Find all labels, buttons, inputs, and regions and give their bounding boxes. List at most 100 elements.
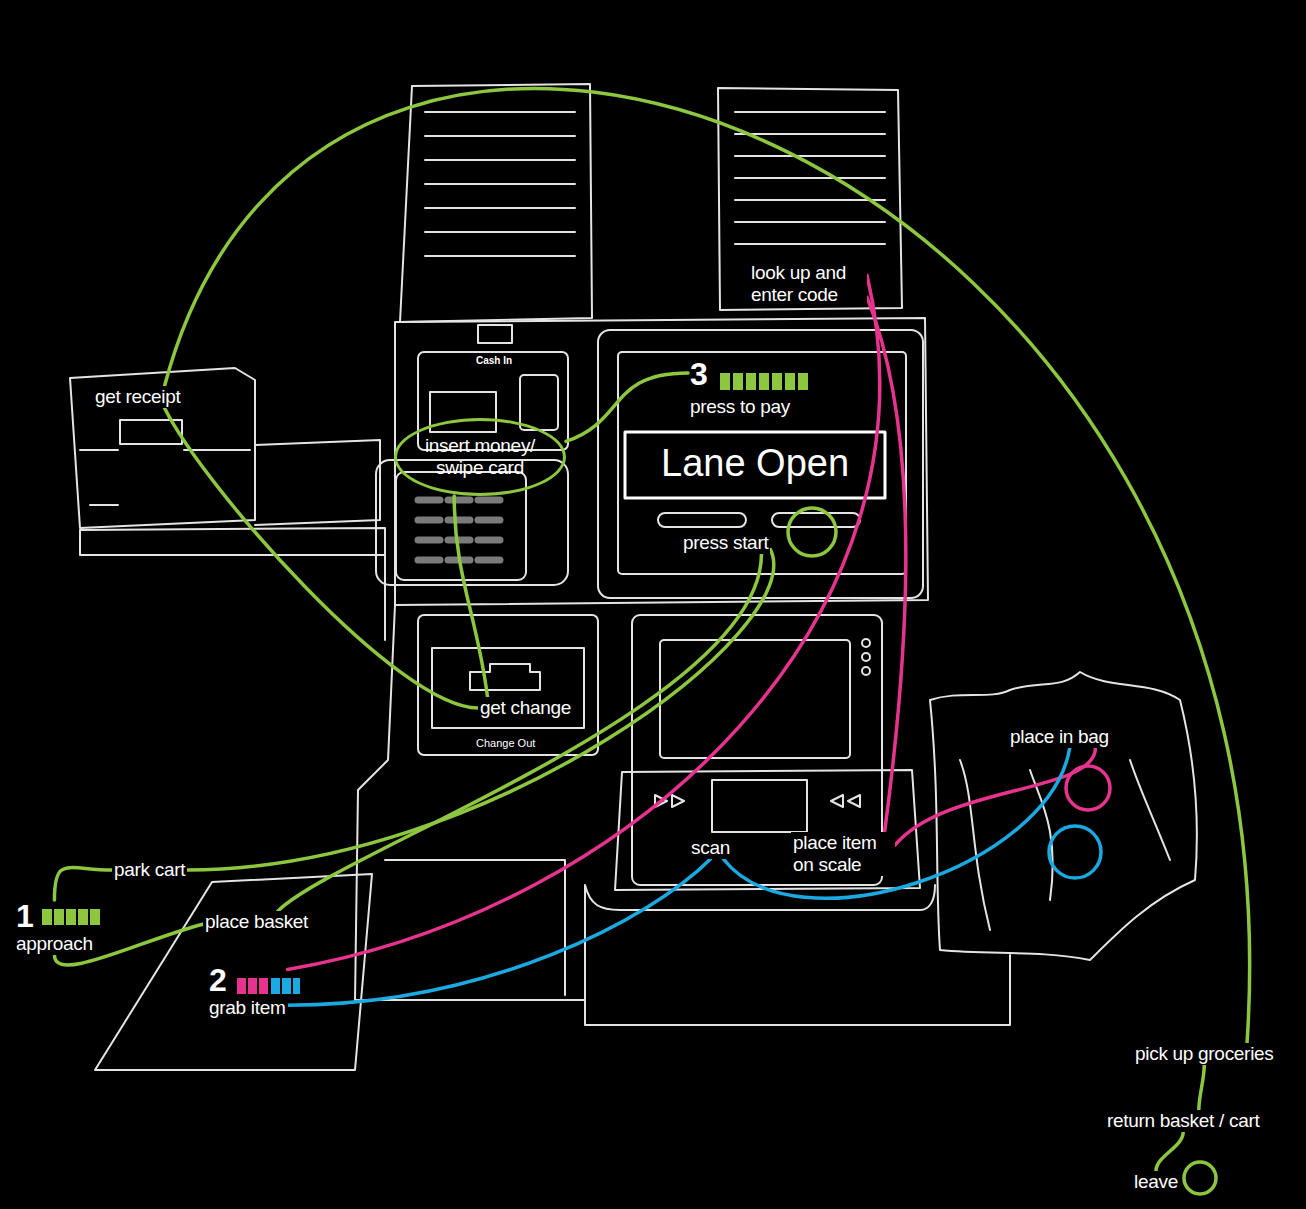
step-bars-part xyxy=(248,978,257,994)
step-label: return basket / cart xyxy=(1105,1110,1261,1132)
kiosk-outline-part xyxy=(385,860,565,995)
flow-line xyxy=(454,496,487,697)
kiosk-outline-part xyxy=(376,460,568,585)
step-oval: insert money/ swipe card xyxy=(394,418,566,496)
step-label: place item on scale xyxy=(791,832,895,876)
step-box: 3 press to pay xyxy=(688,358,792,418)
step-label: leave xyxy=(1132,1171,1180,1193)
kiosk-outline-part xyxy=(430,392,496,432)
step-label: look up and enter code xyxy=(749,262,867,306)
step-bars-part xyxy=(282,978,291,994)
step-bars-part xyxy=(293,978,300,994)
step-bars-part xyxy=(271,978,280,994)
step-text: park cart xyxy=(112,859,187,881)
step-label: pick up groceries xyxy=(1133,1043,1276,1065)
kiosk-outline-part xyxy=(418,615,598,755)
kiosk-outline-part xyxy=(655,795,860,807)
kiosk-outline-part xyxy=(80,440,385,640)
kiosk-outline-part xyxy=(615,770,920,890)
step-label: get change xyxy=(478,697,573,719)
loop-marks xyxy=(788,508,1216,1194)
loop-marks-part xyxy=(788,508,836,556)
step-bars-part xyxy=(746,373,756,390)
flow-line xyxy=(1199,1065,1204,1110)
step-text: leave xyxy=(1132,1171,1180,1193)
flow-line xyxy=(278,554,762,911)
step-label: place basket xyxy=(203,911,310,933)
part-name: Change Out xyxy=(476,737,535,750)
step-label: place in bag xyxy=(1008,726,1111,748)
step-bars-part xyxy=(798,373,808,390)
step-label: park cart xyxy=(112,859,187,881)
kiosk-outline-part xyxy=(735,112,885,244)
step-bars-part xyxy=(90,909,100,925)
step-bars-part xyxy=(733,373,743,390)
flow-line xyxy=(288,859,711,1005)
step-bars-part xyxy=(720,373,730,390)
kiosk-outline-part xyxy=(658,513,746,527)
kiosk-outline-part xyxy=(772,513,860,527)
step-label: get receipt xyxy=(93,386,182,408)
step-number: 1 xyxy=(14,900,36,932)
kiosk-outline-part xyxy=(520,375,558,430)
step-text: grab item xyxy=(207,997,288,1019)
flow-line xyxy=(867,297,906,832)
loop-marks-part xyxy=(1049,826,1101,878)
part-name: Cash In xyxy=(476,355,512,367)
step-text: approach xyxy=(14,933,95,955)
step-label: scan xyxy=(689,837,732,859)
kiosk-outline-part xyxy=(395,318,928,605)
step-text: place in bag xyxy=(1008,726,1111,748)
step-box: 2grab item xyxy=(207,964,288,1019)
kiosk-outline-part xyxy=(862,667,870,675)
kiosk-outline xyxy=(70,84,1197,1070)
step-bars-part xyxy=(785,373,795,390)
flow-line xyxy=(723,748,1069,898)
flow-line xyxy=(1156,1132,1183,1171)
step-text: get receipt xyxy=(93,386,182,408)
kiosk-outline-part xyxy=(712,780,807,832)
kiosk-outline-part xyxy=(618,352,906,574)
step-bars-part xyxy=(237,978,246,994)
screen-text: Lane Open xyxy=(661,440,849,486)
step-text: press start xyxy=(681,532,770,554)
step-text: place item on scale xyxy=(791,832,895,876)
kiosk-outline-part xyxy=(400,84,592,322)
step-text: pick up groceries xyxy=(1133,1043,1276,1065)
step-number: 2 xyxy=(207,964,229,996)
flow-line xyxy=(566,373,688,441)
kiosk-outline-part xyxy=(470,664,540,690)
step-bars-part xyxy=(759,373,769,390)
kiosk-outline-part xyxy=(718,88,902,310)
step-number: 3 xyxy=(688,358,710,390)
step-bars-part xyxy=(772,373,782,390)
step-bars-part xyxy=(66,909,76,925)
kiosk-outline-part xyxy=(478,325,512,343)
step-bars-part xyxy=(54,909,64,925)
kiosk-outline-part xyxy=(625,432,885,498)
step-text: return basket / cart xyxy=(1105,1110,1261,1132)
step-bars-part xyxy=(42,909,52,925)
kiosk-outline-part xyxy=(862,639,870,647)
kiosk-outline-part xyxy=(660,640,850,758)
step-text: press to pay xyxy=(688,396,792,418)
step-bars-part xyxy=(78,909,88,925)
kiosk-outline-part xyxy=(70,368,255,528)
step-text: insert money/ swipe card xyxy=(415,435,545,479)
step-text: place basket xyxy=(203,911,310,933)
flow-line xyxy=(54,868,112,900)
kiosk-outline-part xyxy=(960,760,1170,930)
kiosk-outline-part xyxy=(432,648,584,728)
step-box: 1approach xyxy=(14,900,95,955)
kiosk-outline-part xyxy=(425,112,575,256)
kiosk-outline-part xyxy=(930,672,1197,960)
step-bars-part xyxy=(259,978,268,994)
flow-line xyxy=(165,89,1250,1043)
loop-marks-part xyxy=(1184,1162,1216,1194)
flow-line xyxy=(187,550,774,870)
step-text: get change xyxy=(478,697,573,719)
step-text: look up and enter code xyxy=(749,262,867,306)
